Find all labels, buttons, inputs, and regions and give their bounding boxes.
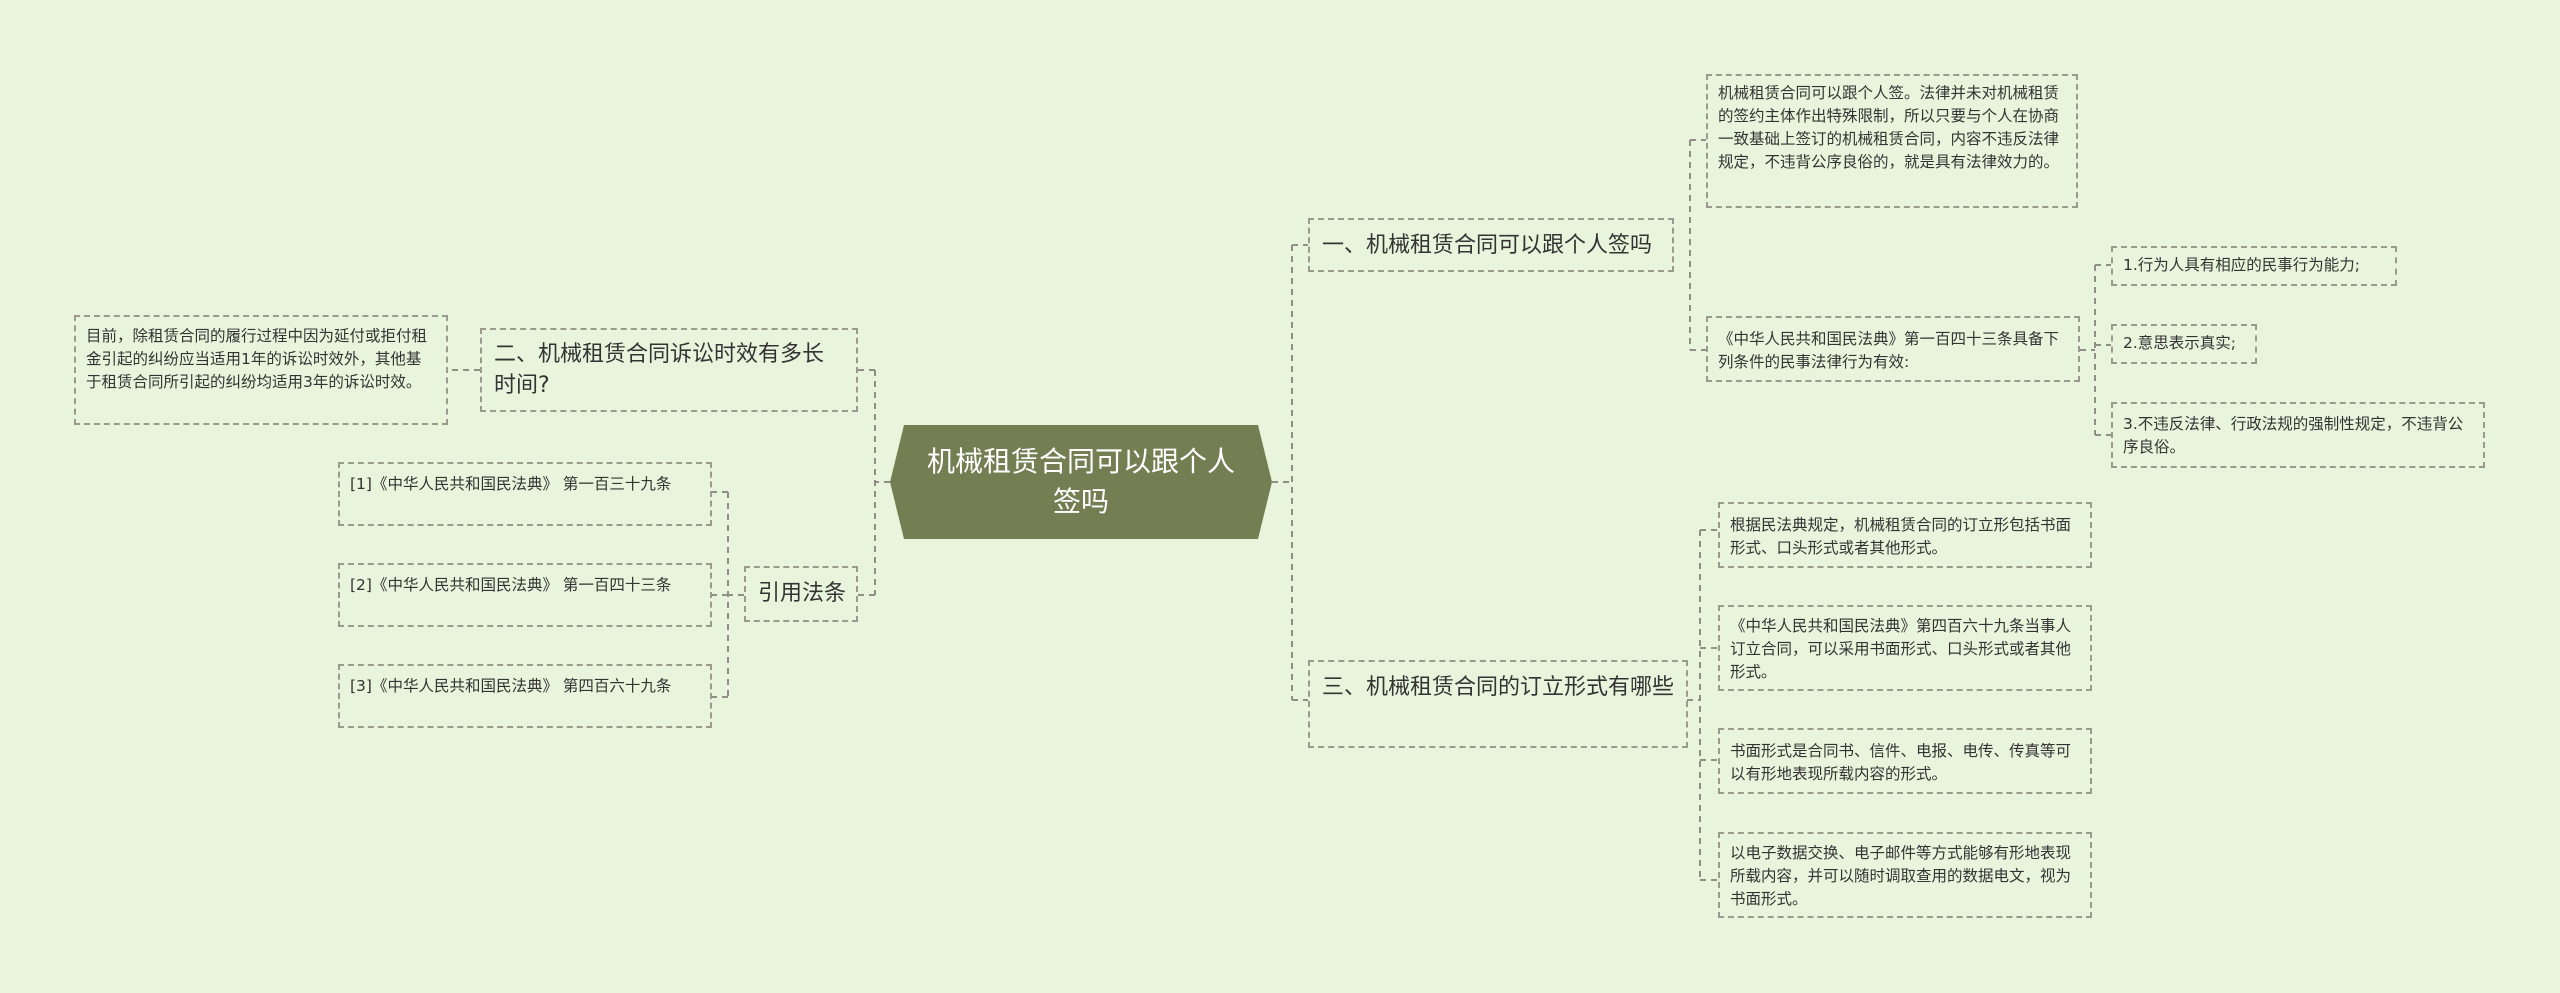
form-item-1-text: 根据民法典规定，机械租赁合同的订立形包括书面形式、口头形式或者其他形式。	[1730, 516, 2072, 557]
reference-1[interactable]: [1]《中华人民共和国民法典》 第一百三十九条	[338, 462, 712, 526]
condition-1[interactable]: 1.行为人具有相应的民事行为能力;	[2111, 246, 2397, 286]
form-item-3[interactable]: 书面形式是合同书、信件、电报、电传、传真等可以有形地表现所载内容的形式。	[1718, 728, 2092, 794]
branch2-detail-text: 目前，除租赁合同的履行过程中因为延付或拒付租金引起的纠纷应当适用1年的诉讼时效外…	[86, 327, 428, 391]
branch4-node[interactable]: 引用法条	[744, 566, 858, 622]
form-item-3-text: 书面形式是合同书、信件、电报、电传、传真等可以有形地表现所载内容的形式。	[1730, 742, 2072, 783]
branch2-node[interactable]: 二、机械租赁合同诉讼时效有多长时间?	[480, 328, 858, 412]
form-item-1[interactable]: 根据民法典规定，机械租赁合同的订立形包括书面形式、口头形式或者其他形式。	[1718, 502, 2092, 568]
form-item-4-text: 以电子数据交换、电子邮件等方式能够有形地表现所载内容，并可以随时调取查用的数据电…	[1730, 844, 2072, 908]
root-node[interactable]: 机械租赁合同可以跟个人签吗	[890, 425, 1272, 539]
branch1-answer[interactable]: 机械租赁合同可以跟个人签。法律并未对机械租赁的签约主体作出特殊限制，所以只要与个…	[1706, 74, 2078, 208]
reference-2-text: [2]《中华人民共和国民法典》 第一百四十三条	[350, 576, 672, 594]
condition-1-text: 1.行为人具有相应的民事行为能力;	[2123, 256, 2361, 274]
branch3-node[interactable]: 三、机械租赁合同的订立形式有哪些	[1308, 660, 1688, 748]
branch2-title: 二、机械租赁合同诉讼时效有多长时间?	[494, 342, 825, 398]
form-item-4[interactable]: 以电子数据交换、电子邮件等方式能够有形地表现所载内容，并可以随时调取查用的数据电…	[1718, 832, 2092, 918]
reference-3-text: [3]《中华人民共和国民法典》 第四百六十九条	[350, 677, 672, 695]
reference-3[interactable]: [3]《中华人民共和国民法典》 第四百六十九条	[338, 664, 712, 728]
branch3-title: 三、机械租赁合同的订立形式有哪些	[1322, 675, 1675, 700]
branch1-law[interactable]: 《中华人民共和国民法典》第一百四十三条具备下列条件的民事法律行为有效:	[1706, 316, 2080, 382]
branch4-title: 引用法条	[758, 581, 847, 606]
condition-2-text: 2.意思表示真实;	[2123, 334, 2237, 352]
reference-1-text: [1]《中华人民共和国民法典》 第一百三十九条	[350, 475, 672, 493]
branch2-detail[interactable]: 目前，除租赁合同的履行过程中因为延付或拒付租金引起的纠纷应当适用1年的诉讼时效外…	[74, 315, 448, 425]
branch1-node[interactable]: 一、机械租赁合同可以跟个人签吗	[1308, 218, 1674, 272]
branch1-title: 一、机械租赁合同可以跟个人签吗	[1322, 233, 1653, 258]
form-item-2-text: 《中华人民共和国民法典》第四百六十九条当事人订立合同，可以采用书面形式、口头形式…	[1730, 617, 2072, 681]
root-title: 机械租赁合同可以跟个人签吗	[926, 445, 1235, 518]
condition-2[interactable]: 2.意思表示真实;	[2111, 324, 2257, 364]
branch1-answer-text: 机械租赁合同可以跟个人签。法律并未对机械租赁的签约主体作出特殊限制，所以只要与个…	[1718, 84, 2060, 171]
condition-3-text: 3.不违反法律、行政法规的强制性规定，不违背公序良俗。	[2123, 415, 2464, 456]
form-item-2[interactable]: 《中华人民共和国民法典》第四百六十九条当事人订立合同，可以采用书面形式、口头形式…	[1718, 605, 2092, 691]
condition-3[interactable]: 3.不违反法律、行政法规的强制性规定，不违背公序良俗。	[2111, 402, 2485, 468]
reference-2[interactable]: [2]《中华人民共和国民法典》 第一百四十三条	[338, 563, 712, 627]
branch1-law-text: 《中华人民共和国民法典》第一百四十三条具备下列条件的民事法律行为有效:	[1718, 330, 2060, 371]
